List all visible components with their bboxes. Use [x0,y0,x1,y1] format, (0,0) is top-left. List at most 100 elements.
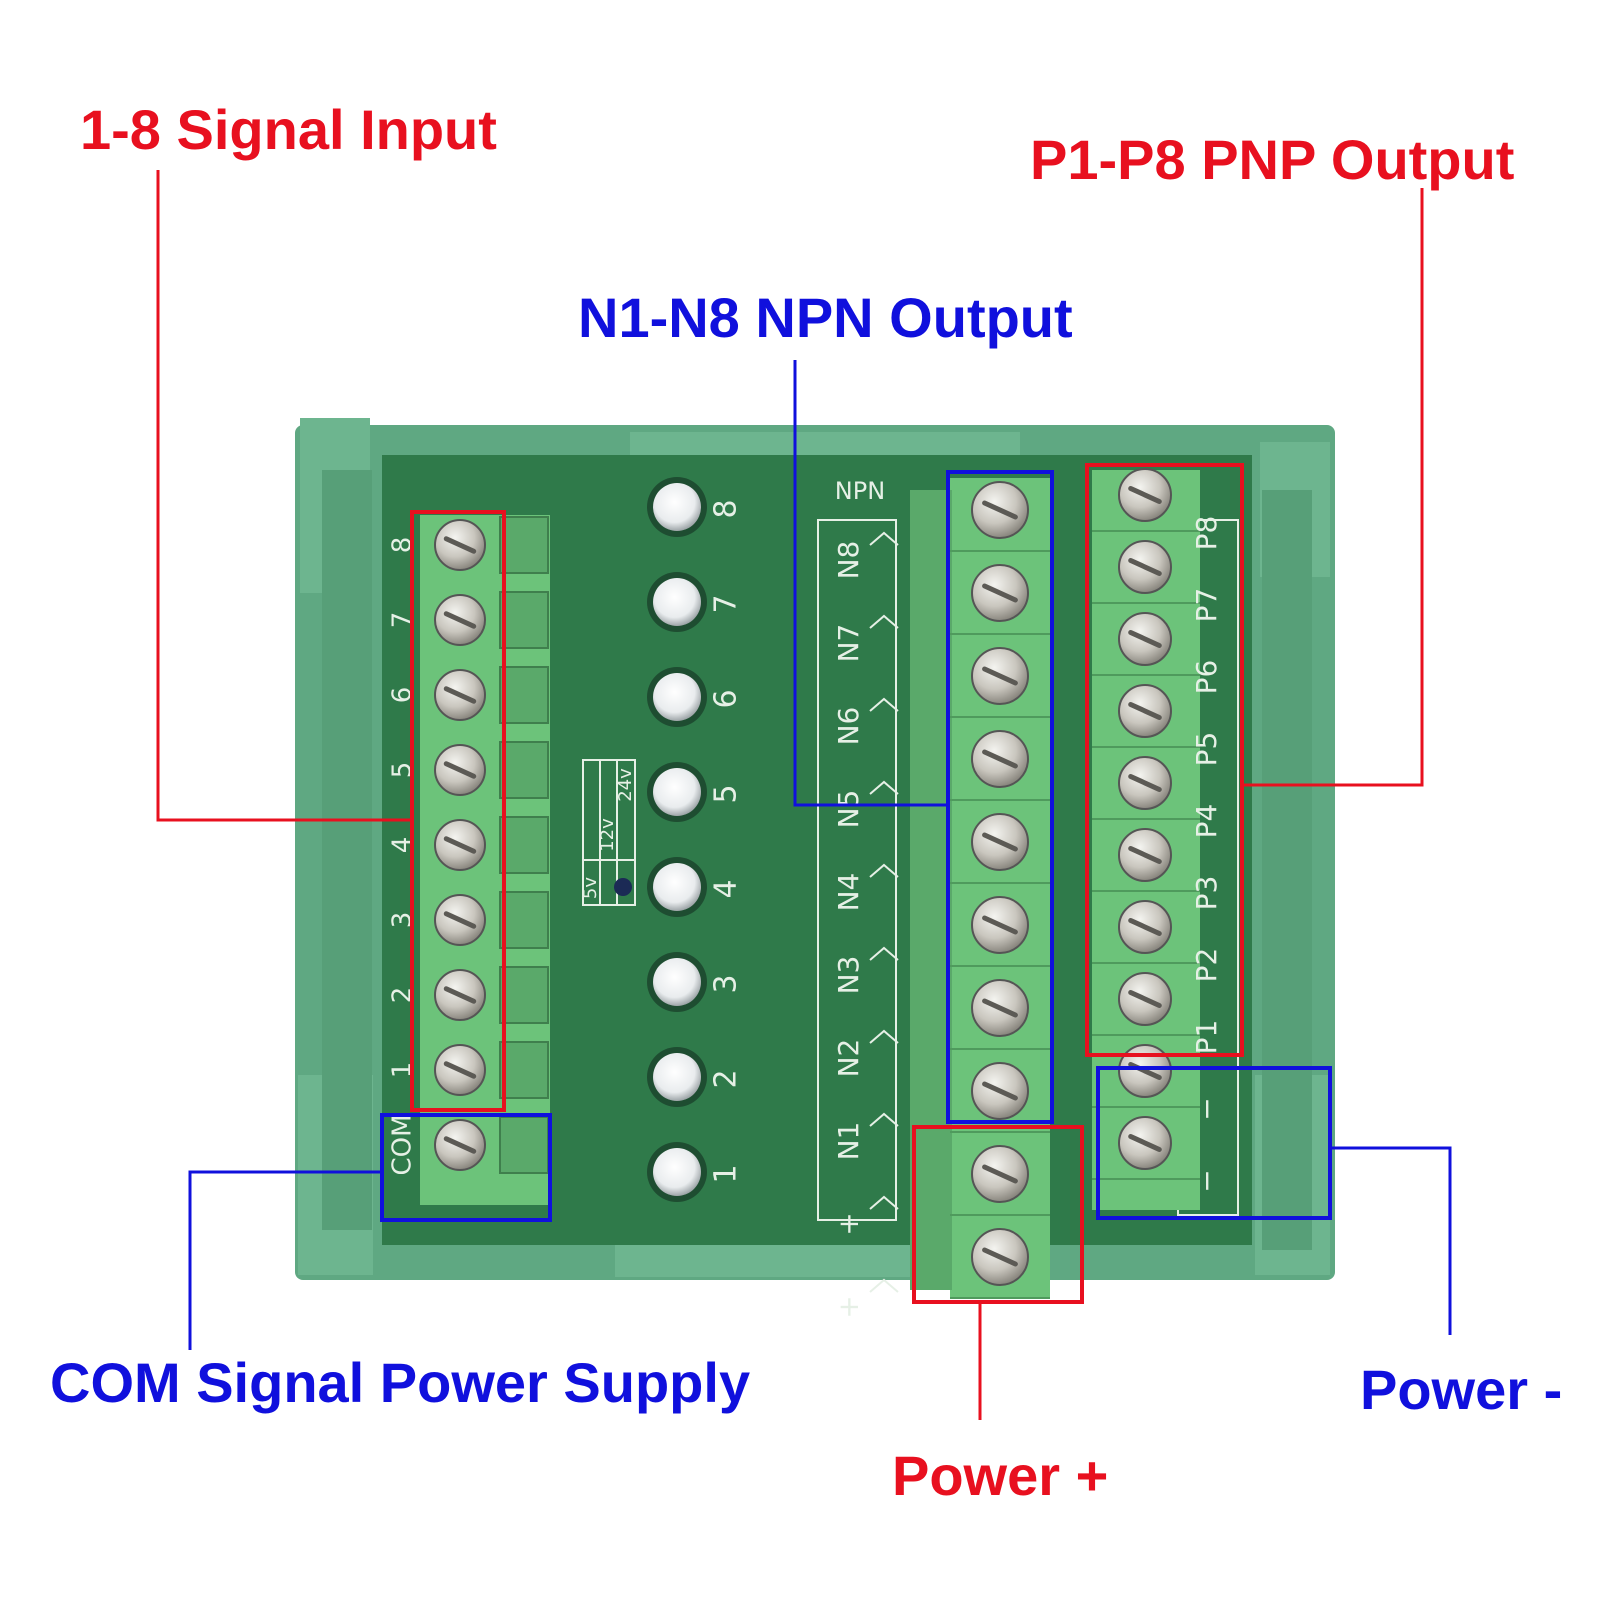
terminal-clamp [499,891,549,949]
power-plus-box [912,1125,1084,1304]
arrow-icon [869,1112,899,1127]
silkscreen-label: P4 [1190,804,1223,839]
screw-slot [443,686,477,704]
screw-slot [982,832,1018,852]
silkscreen-label: N8 [832,541,865,580]
pnp-leader [1242,188,1424,787]
screw-slot [1128,702,1162,720]
led-icon [653,768,701,816]
screw-slot [443,1061,477,1079]
screw-slot [1128,486,1162,504]
screw-slot [1128,774,1162,792]
led-icon [653,1148,701,1196]
power-plus-label: Power + [892,1444,1109,1507]
arrow-icon [869,697,899,712]
silkscreen-label: N3 [832,956,865,995]
screw-slot [443,1136,477,1154]
com-supply-label: COM Signal Power Supply [50,1351,751,1414]
terminal-clamp [499,966,549,1024]
led-icon [653,483,701,531]
arrow-icon [869,946,899,961]
arrow-icon [869,1029,899,1044]
silkscreen-label: 12v [597,818,618,852]
screw-slot [982,1164,1018,1184]
signal-input-leader [156,170,412,822]
silkscreen-label: 5 [709,784,744,803]
silkscreen-label: P1 [1190,1020,1223,1055]
terminal-clamp [499,516,549,574]
silkscreen-label: N5 [832,790,865,829]
screw-slot [982,998,1018,1018]
screw-slot [443,986,477,1004]
screw-slot [1128,990,1162,1008]
silkscreen-label: 2 [709,1069,744,1088]
silkscreen-label: + [832,1295,865,1318]
arrow-icon [869,1278,899,1293]
arrow-icon [869,531,899,546]
com-leader [188,1170,382,1350]
led-icon [653,1053,701,1101]
screw-slot [982,666,1018,686]
silkscreen-label: N7 [832,624,865,663]
silkscreen-label: 24v [615,768,636,802]
screw-slot [443,611,477,629]
npn-label-frame [817,519,897,1221]
silkscreen-label: N2 [832,1039,865,1078]
housing-side-left [322,470,372,1230]
silkscreen-label: NPN [835,477,885,505]
screw-slot [443,761,477,779]
screw-slot [982,1081,1018,1101]
signal-input-box [410,510,506,1112]
arrow-icon [869,780,899,795]
silkscreen-label: 8 [709,499,744,518]
terminal-clamp [499,666,549,724]
led-icon [653,578,701,626]
silkscreen-label: P7 [1190,588,1223,623]
com-box [380,1113,552,1222]
silkscreen-label: N4 [832,873,865,912]
silkscreen-label: P6 [1190,660,1223,695]
led-icon [653,673,701,721]
screw-slot [1128,846,1162,864]
power-minus-box [1096,1066,1332,1220]
screw-slot [443,836,477,854]
screw-slot [982,583,1018,603]
silkscreen-label: 3 [709,974,744,993]
housing-side-right [1262,490,1312,1250]
silkscreen-label: P5 [1190,732,1223,767]
power-minus-leader [1330,1146,1452,1335]
silkscreen-label: + [832,1212,865,1235]
screw-slot [443,911,477,929]
screw-slot [443,536,477,554]
voltage-selector [582,759,636,906]
signal-input-label: 1-8 Signal Input [80,98,497,161]
screw-slot [1128,918,1162,936]
npn-output-label: N1-N8 NPN Output [578,286,1073,349]
led-icon [653,863,701,911]
silkscreen-label: P2 [1190,948,1223,983]
silkscreen-label: 7 [709,594,744,613]
silkscreen-label: − [1190,1097,1223,1120]
terminal-clamp [499,741,549,799]
screw-slot [982,749,1018,769]
silkscreen-label: N6 [832,707,865,746]
terminal-clamp [499,1041,549,1099]
screw-slot [982,915,1018,935]
screw-slot [1128,558,1162,576]
npn-terminal-side [910,490,952,1290]
jumper-dot [614,878,632,896]
power-minus-label: Power - [1360,1358,1563,1421]
silkscreen-label: 6 [709,689,744,708]
silkscreen-label: 1 [709,1164,744,1183]
npn-box [946,470,1054,1124]
silkscreen-label: COM [388,1114,418,1175]
arrow-icon [869,614,899,629]
silkscreen-label: P8 [1190,516,1223,551]
npn-leader [793,360,948,807]
terminal-clamp [499,591,549,649]
arrow-icon [869,863,899,878]
led-icon [653,958,701,1006]
pnp-output-label: P1-P8 PNP Output [1030,128,1515,191]
